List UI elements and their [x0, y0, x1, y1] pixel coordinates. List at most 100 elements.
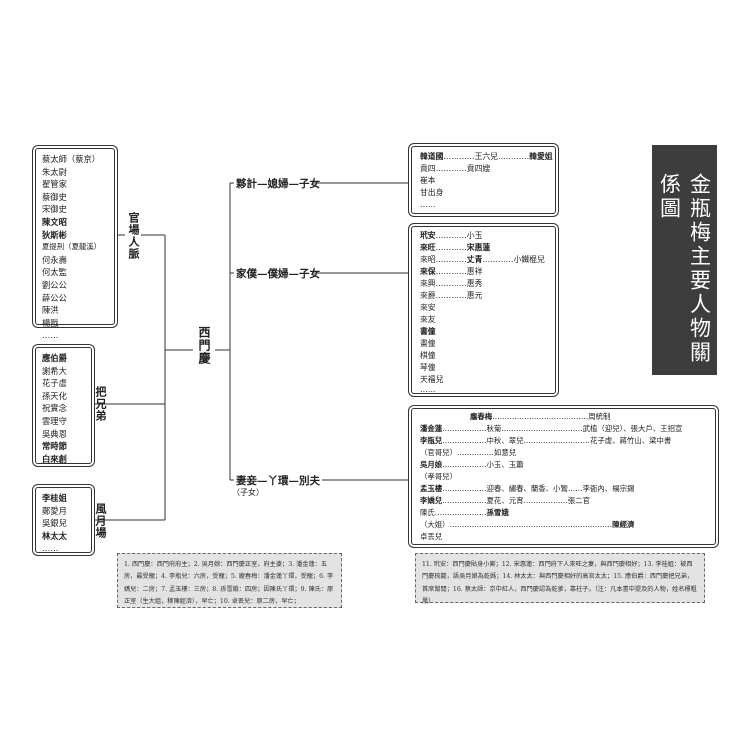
relation-row: ……	[420, 384, 436, 397]
person-name: 賁四嫂	[466, 164, 491, 173]
person-name: 惠元	[466, 291, 483, 300]
person-name: （大姐）	[420, 520, 450, 529]
relation-row: 來興…………惠秀	[420, 279, 483, 288]
relation-row: 潘金蓮………………秋菊……………………………武植（迎兒）、張大戶、王招宣	[420, 424, 683, 433]
person-name: 迎春、繡春、蘭香、小鸞	[486, 484, 568, 493]
relation-row: 龐春梅…………………………………周統制	[470, 412, 611, 421]
relation-row: 韓道國…………王六兒…………韓愛姐	[420, 152, 553, 161]
name-item: 花子虛	[42, 378, 67, 389]
relation-row: 吳月娘………………小玉、玉簫	[420, 460, 524, 469]
relation-row: 賁四…………賁四嫂	[420, 164, 491, 173]
person-name: 韓愛姐	[529, 152, 553, 161]
name-item: 白來創	[42, 453, 67, 464]
person-name: 周統制	[588, 412, 611, 421]
officialdom-box: 蔡太師（蔡京） 朱太尉 翟管家 蔡御史 宋御史 陳文昭 狄斯彬 夏提刑（夏龍溪）…	[35, 148, 115, 340]
name-item: 陳洪	[42, 305, 59, 316]
name-item: 蔡御史	[42, 191, 67, 202]
person-name: 來旺	[420, 243, 436, 252]
name-item: 朱太尉	[42, 166, 67, 177]
person-name: 來爵	[420, 291, 436, 300]
person-name: 吳月娘	[420, 460, 443, 469]
person-name: 陳氏	[420, 508, 435, 517]
relation-row: 來保…………惠祥	[420, 267, 483, 276]
person-name: 卓丟兒	[420, 532, 443, 541]
relation-row: 卓丟兒	[420, 531, 442, 544]
relation-row: ……	[420, 199, 436, 212]
relation-row: （官哥兒）……………如意兒	[420, 448, 517, 457]
name-item: 楊戩	[42, 317, 59, 328]
relation-row: 來旺…………宋惠蓮	[420, 243, 491, 252]
name-item: 何太監	[42, 267, 67, 278]
person-name: 宋惠蓮	[466, 243, 491, 252]
diagram-title: 金瓶梅主要人物關係圖	[657, 173, 712, 365]
note-text: 11. 玳安：西門慶貼身小廝；12. 宋惠蓮：西門府下人來旺之妻，與西門慶相好；…	[422, 561, 697, 606]
person-name: 秋菊	[486, 424, 502, 433]
name-item: 陳文昭	[42, 216, 67, 227]
relation-row: 琴僮	[420, 362, 436, 375]
pleasure-quarter-box: 李桂姐 鄭愛月 吳銀兒 林太太 ……	[35, 487, 92, 553]
person-name: 來昭	[420, 255, 436, 264]
notes-left: 1. 西門慶：西門府府主；2. 吳月娘：西門慶正室，府主婆；3. 潘金蓮：五房，…	[117, 553, 342, 608]
person-name: 李嬌兒	[420, 496, 443, 505]
name-item: 祝實念	[42, 403, 67, 414]
pleasure-quarter-label: 風月場	[94, 503, 107, 539]
person-name: 韓道國	[420, 152, 444, 161]
relation-row: （大姐）…………………………………………………………陳經濟	[420, 520, 635, 529]
person-name: 花子虛、蔣竹山、梁中書	[590, 436, 672, 445]
person-name: （官哥兒）	[420, 448, 457, 457]
wives-box: 龐春梅…………………………………周統制 潘金蓮………………秋菊…………………………	[411, 408, 716, 545]
branch-label-qiqie: 妻妾—丫環—別夫	[236, 475, 320, 487]
note-text: 1. 西門慶：西門府府主；2. 吳月娘：西門慶正室，府主婆；3. 潘金蓮：五房，…	[124, 561, 334, 606]
relation-row: 甘出身	[420, 187, 443, 200]
person-name: 張二官	[567, 496, 591, 505]
person-name: 李衙內、楊宗錫	[582, 484, 635, 493]
person-name: 惠祥	[466, 267, 483, 276]
relation-row: 天福兒	[420, 374, 443, 387]
relation-row: （孝哥兒）	[420, 471, 457, 484]
relation-row: 來安	[420, 302, 436, 315]
relation-row: 來友	[420, 314, 436, 327]
person-name: 夏花、元宵	[486, 496, 524, 505]
branch-label-huoji: 夥計—媳婦—子女	[236, 178, 320, 190]
person-name: 來興	[420, 279, 436, 288]
name-item: 蔡太師（蔡京）	[42, 154, 101, 164]
name-item: ……	[42, 543, 59, 554]
name-item: 吳銀兒	[42, 518, 67, 529]
relation-row: 李嬌兒………………夏花、元宵………………張二官	[420, 496, 591, 505]
person-name: 甘出身	[420, 188, 444, 197]
person-name: 小玉、玉簫	[486, 460, 524, 469]
name-item: 雲理守	[42, 415, 67, 426]
person-name: 畫僮	[420, 339, 436, 348]
relation-row: 書僮	[420, 326, 436, 339]
sworn-brothers-label: 把兄弟	[94, 386, 107, 422]
person-name: 來保	[420, 267, 436, 276]
person-name: 玳安	[420, 231, 436, 240]
center-person: 西門慶	[197, 326, 211, 365]
notes-right: 11. 玳安：西門慶貼身小廝；12. 宋惠蓮：西門府下人來旺之妻，與西門慶相好；…	[415, 553, 705, 606]
name-item: 林太太	[42, 530, 67, 541]
name-item: ……	[42, 330, 59, 341]
relation-row: 李瓶兒………………中秋、翠兒………………………花子虛、蔣竹山、梁中書	[420, 436, 672, 445]
person-name: 孟玉樓	[420, 484, 443, 493]
person-name: 李瓶兒	[420, 436, 443, 445]
name-item: 李桂姐	[42, 493, 67, 503]
person-name: 王六兒	[474, 152, 498, 161]
person-name: 丈青	[466, 255, 483, 264]
branch-label-jiapu: 家僕—僕婦—子女	[236, 268, 320, 280]
person-name: 孫雪娥	[486, 508, 509, 517]
relation-row: 畫僮	[420, 338, 436, 351]
relation-row: 棋僮	[420, 350, 436, 363]
person-name: 棋僮	[420, 351, 436, 360]
servants-box: 玳安…………小玉 來旺…………宋惠蓮 來昭…………丈青…………小鐵棍兒 來保………	[411, 226, 556, 394]
branch-label-sub: （子女）	[232, 488, 264, 497]
person-name: 來友	[420, 315, 436, 324]
person-name: 如意兒	[493, 448, 517, 457]
title-panel: 金瓶梅主要人物關係圖	[652, 145, 717, 375]
person-name: （孝哥兒）	[420, 472, 457, 481]
name-item: 謝希大	[42, 365, 67, 376]
sworn-brothers-box: 應伯爵 謝希大 花子虛 孫天化 祝實念 雲理守 吳典恩 常時節 白來創	[35, 347, 92, 464]
ellipsis: ……	[420, 385, 436, 394]
person-name: 崔本	[420, 176, 436, 185]
person-name: 天福兒	[420, 375, 444, 384]
person-name: 中秋、翠兒	[486, 436, 524, 445]
